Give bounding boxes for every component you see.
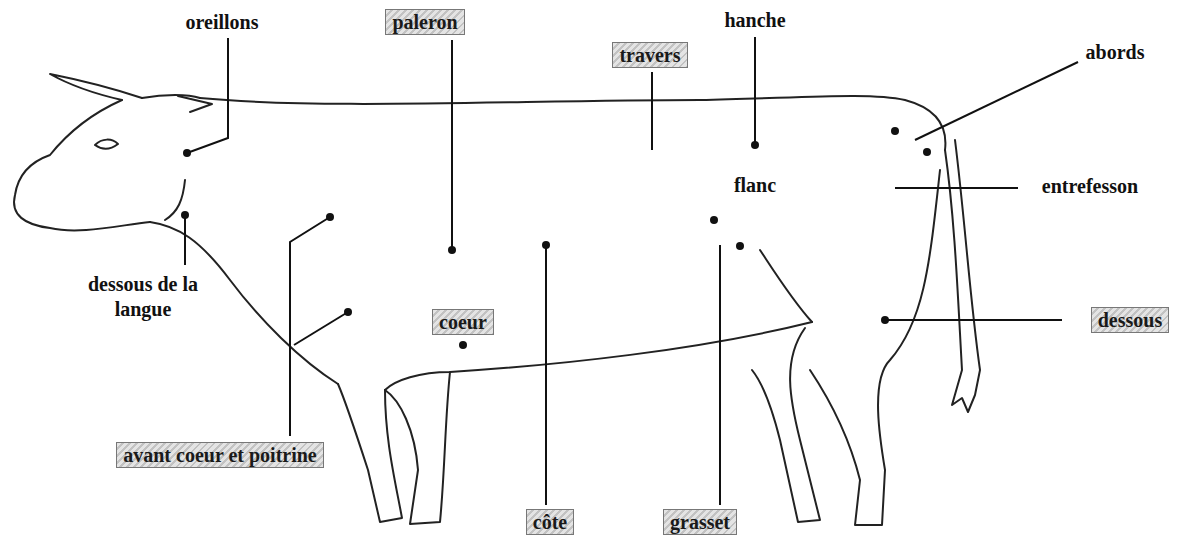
leader-line (451, 40, 453, 250)
cow-eye (95, 140, 118, 149)
cow-chest (150, 222, 338, 384)
leader-line (294, 312, 348, 345)
point-dot (751, 141, 759, 149)
cow-front-leg (338, 384, 402, 522)
cow-neck (142, 95, 200, 98)
point-dot (448, 246, 456, 254)
leader-line (754, 37, 756, 145)
part-label: abords (1086, 40, 1145, 64)
cow-back (200, 96, 945, 150)
masked-part-label: dessous (1091, 307, 1169, 333)
cow-horn (50, 74, 142, 100)
masked-part-label: grasset (663, 509, 737, 535)
cow-tail (945, 140, 980, 412)
cow-hind-leg (752, 328, 820, 522)
part-label: entrefesson (1042, 174, 1138, 198)
part-label: hanche (724, 8, 785, 32)
point-dot (326, 213, 334, 221)
masked-part-label: travers (612, 42, 687, 68)
leader-line (651, 72, 653, 150)
point-dot (183, 149, 191, 157)
leader-line (545, 245, 547, 505)
point-dot (881, 316, 889, 324)
part-label: dessous de la langue (58, 272, 228, 322)
cow-stifle (760, 250, 812, 322)
cow-front-leg (385, 372, 450, 524)
leader-line (719, 245, 721, 505)
part-label: oreillons (186, 10, 259, 34)
part-label: flanc (734, 173, 776, 197)
point-dot (710, 216, 718, 224)
cow-hind-leg (810, 170, 940, 525)
cow-head (14, 100, 150, 230)
leader-line (895, 187, 1018, 189)
leader-line (915, 62, 1078, 140)
point-dot (344, 308, 352, 316)
masked-part-label: coeur (432, 309, 494, 335)
point-dot (923, 148, 931, 156)
point-dot (459, 341, 467, 349)
cow-ear (178, 96, 212, 112)
leader-line (187, 38, 228, 153)
masked-part-label: paleron (385, 9, 464, 35)
point-dot (181, 211, 189, 219)
point-dot (736, 242, 744, 250)
point-dot (542, 241, 550, 249)
masked-part-label: côte (526, 509, 574, 535)
leader-line (885, 319, 1062, 321)
point-dot (891, 127, 899, 135)
leader-line (184, 215, 186, 265)
masked-part-label: avant coeur et poitrine (116, 442, 324, 468)
